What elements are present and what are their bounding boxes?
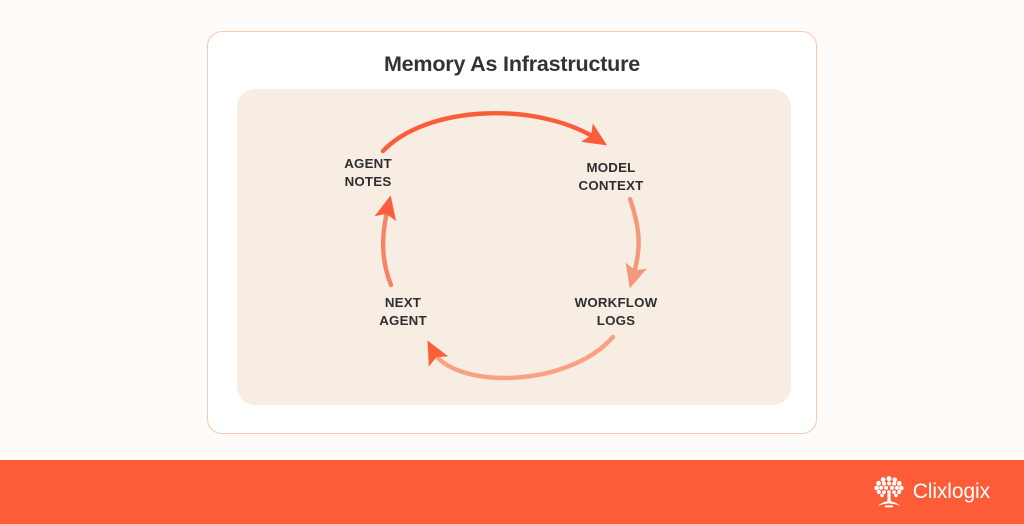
cycle-node-model-context: MODEL CONTEXT xyxy=(579,159,644,196)
cycle-node-model-context-line2: CONTEXT xyxy=(578,178,644,194)
arrow-agent-notes-to-model-context xyxy=(380,111,608,154)
cycle-node-next-agent: NEXT AGENT xyxy=(379,294,427,331)
infographic-card: Memory As Infrastructure xyxy=(207,31,817,434)
cycle-node-model-context-line1: MODEL xyxy=(586,160,636,175)
arrow-workflow-logs-to-next-agent xyxy=(427,334,616,381)
footer-bar: Clixlogix xyxy=(0,460,1024,524)
cycle-diagram xyxy=(374,111,647,381)
cycle-node-workflow-logs-line1: WORKFLOW xyxy=(574,295,658,310)
cycle-node-next-agent-line1: NEXT xyxy=(384,295,422,310)
arrow-model-context-to-workflow-logs xyxy=(625,196,647,289)
cycle-node-next-agent-line2: AGENT xyxy=(379,313,427,329)
cycle-node-workflow-logs-line2: LOGS xyxy=(596,313,636,329)
brand-logo: Clixlogix xyxy=(872,474,990,510)
cycle-node-agent-notes-line1: AGENT xyxy=(344,156,392,171)
cycle-node-agent-notes: AGENT NOTES xyxy=(344,155,392,192)
cycle-node-agent-notes-line2: NOTES xyxy=(344,174,392,190)
arrow-next-agent-to-agent-notes xyxy=(374,195,397,288)
diagram-panel: AGENT NOTES MODEL CONTEXT WORKFLOW LOGS … xyxy=(237,89,791,405)
page-title: Memory As Infrastructure xyxy=(383,52,641,76)
tree-icon xyxy=(874,476,904,508)
cycle-node-workflow-logs: WORKFLOW LOGS xyxy=(575,294,658,331)
brand-name: Clixlogix xyxy=(912,480,990,503)
